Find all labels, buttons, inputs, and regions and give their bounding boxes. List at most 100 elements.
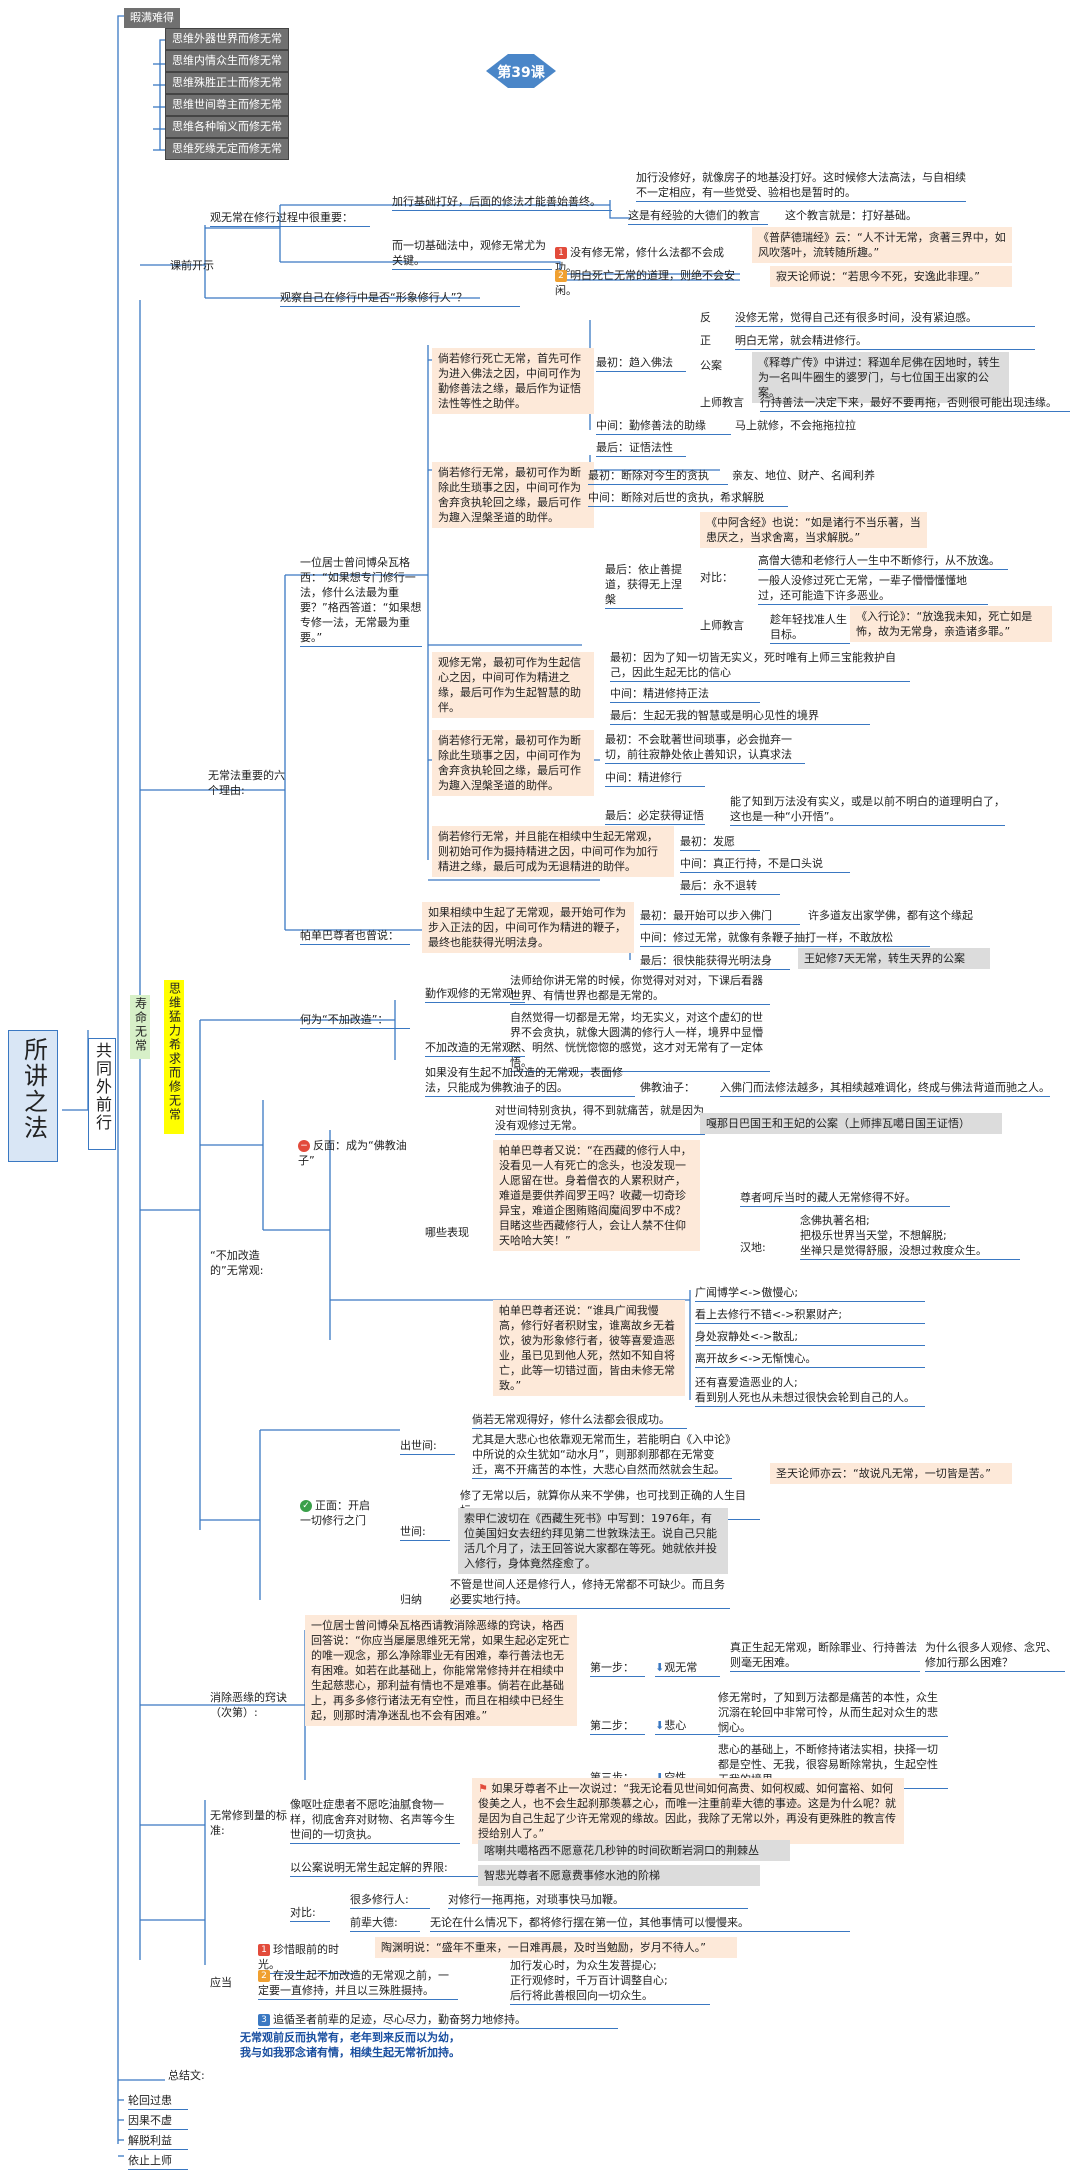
s2-r2a: 最初：断除对今生的贪执: [588, 468, 728, 485]
s4-step1b: 真正生起无常观，断除罪业、行持善法则毫无困难。: [730, 1640, 920, 1672]
summary-text: 无常观前反而执常有，老年到来反而以为幼，我与如我邪念诸有情，相续生起无常祈加持。: [240, 2031, 460, 2059]
s2-r3c: 最后：生起无我的智慧或是明心见性的境界: [610, 708, 870, 725]
s2-r4c2: 能了知到万法没有实义，或是以前不明白的道理明白了，这也是一种“小开悟”。: [730, 794, 1005, 826]
bottom-item: 解脱利益: [128, 2133, 188, 2150]
s2-r2c3a: 趁年轻找准人生目标。: [770, 612, 850, 644]
level3-node: 思维猛力希求而修无常: [164, 980, 184, 1134]
s4-step1c: 为什么很多人观修、念咒、修加行那么困难？: [925, 1640, 1065, 1672]
s3-neg1a: 佛教油子：: [640, 1081, 695, 1094]
s5-c1a: 对修行一拖再拖，对琐事快马加鞭。: [448, 1892, 748, 1909]
neg2c-item: 离开故乡<->无惭愧心。: [695, 1351, 925, 1368]
s6-a1: 陶渊明说：“盛年不重来，一日难再晨，及时当勉励，岁月不待人。”: [375, 1937, 737, 1958]
s5-c: 对比:: [290, 1905, 330, 1922]
s3-q: 何为“不加改造”：: [300, 1012, 410, 1029]
s1-a2: 而一切基础法中，观修无常尤为关键。: [392, 238, 552, 270]
s6-b1: 加行发心时，为众生发菩提心; 正行观修时，千万百计调整自心; 后行将此善根回向一…: [510, 1958, 710, 2005]
badge-3-icon: 3: [258, 2014, 270, 2026]
level1-node: 共同外前行: [88, 1038, 116, 1150]
s2-r5c: 最后：永不退转: [680, 878, 780, 895]
top-item: 思维死缘无定而修无常: [165, 138, 289, 160]
s3-pos3: 归纳: [400, 1593, 422, 1606]
top-item: 思维殊胜正士而修无常: [165, 72, 289, 94]
s2-r2c2a: 高僧大德和老修行人一生中不断修行，从不放逸。: [758, 553, 1008, 570]
s3-neg2b2: 汉地:: [740, 1241, 766, 1254]
r1a-row-key: 上师教言: [700, 396, 744, 409]
s3-neg1a2: 入佛门而法修法越多，其相续越难调化，终成与佛法背道而驰之人。: [720, 1080, 1050, 1097]
badge-2-icon: 2: [555, 270, 567, 282]
minus-icon: −: [298, 1140, 310, 1152]
s1-a1a: 加行没修好，就像房子的地基没打好。这时候修大法高法，与自相续不一定相应，有一些觉…: [636, 170, 966, 202]
bottom-item: 轮回过患: [128, 2093, 188, 2110]
badge-2-icon: 2: [258, 1970, 270, 1982]
s2-r1a: 最初：趋入佛法: [596, 355, 686, 372]
s2-r2c1: 《中阿含经》也说：“如是诸行不当乐著，当患厌之，当求舍离，当求解脱。”: [700, 512, 927, 548]
arrow-down-icon: ⬇: [655, 1771, 664, 1784]
s3-neg2b1: 尊者呵斥当时的藏人无常修得不好。: [740, 1190, 950, 1207]
s1-a1b2: 这个教言就是：打好基础。: [785, 209, 917, 222]
s2-r2a2: 亲友、地位、财产、名闻利养: [732, 469, 875, 482]
s3-neg2b: 帕单巴尊者又说：“在西藏的修行人中，没看见一人有死亡的念头，也没发现一人愿留在世…: [493, 1140, 700, 1251]
root-node: 所讲之法: [8, 1030, 58, 1162]
s4-title: 消除恶缘的窍诀（次第）:: [210, 1691, 287, 1719]
s3-pos: ✓正面：开启一切修行之门: [300, 1499, 370, 1527]
s5-b: 以公案说明无常生起定解的界限:: [290, 1860, 480, 1877]
s3-neg: −反面：成为“佛教油子”: [298, 1139, 407, 1167]
s3-pos1b: 尤其是大悲心也依靠观无常而生，若能明白《入中论》中所说的众生犹如“动水月”，则那…: [472, 1432, 732, 1479]
s5-a: 像呕吐症患者不愿吃油腻食物一样，彻底舍弃对财物、名声等今生世间的一切贪执。: [290, 1797, 460, 1844]
s3-neg2a: 对世间特别贪执，得不到就痛苦，就是因为没有观修过无常。: [495, 1103, 705, 1135]
top-item: 思维世间尊主而修无常: [165, 94, 289, 116]
s5-c2a: 无论在什么情况下，都将修行摆在第一位，其他事情可以慢慢来。: [430, 1915, 850, 1932]
neg2c-item: 广闻博学<->傲慢心;: [695, 1285, 925, 1302]
s1-b: 观察自己在修行中是否“形象修行人”？: [280, 290, 520, 307]
s5-b1: 喀喇共噶格西不愿意花几秒钟的时间砍断岩洞口的荆棘丛: [478, 1840, 790, 1861]
check-icon: ✓: [300, 1500, 312, 1512]
s2-r4a: 最初：不会耽著世间琐事，必会抛弃一切，前往寂静处依止善知识，认真求法: [605, 732, 805, 764]
s2-r2c2: 对比：: [700, 571, 733, 584]
s1-a1b: 这是有经验的大德们的教言: [628, 208, 768, 225]
s2-r2c3b: 《入行论》：“放逸我未知，死亡如是怖，故为无常身，亲造诸多罪。”: [850, 606, 1052, 642]
s2-pb: 帕单巴尊者也曾说：: [300, 928, 410, 945]
s5-title: 无常修到量的标准:: [210, 1809, 287, 1837]
s2-r1b2: 马上就修，不会拖拖拉拉: [735, 419, 856, 432]
level2-node: 寿命无常: [130, 995, 150, 1059]
top-item: 思维外器世界而修无常: [165, 28, 289, 50]
s2-r3b: 中间：精进修持正法: [610, 686, 760, 703]
s3-neg2: 哪些表现: [425, 1226, 469, 1239]
arrow-down-icon: ⬇: [655, 1661, 665, 1674]
top-item: 思维各种喻义而修无常: [165, 116, 289, 138]
summary-title: 总结文:: [168, 2069, 205, 2082]
s1-a: 观无常在修行过程中很重要：: [210, 210, 370, 227]
s1-a1: 加行基础打好，后面的修法才能善始善终。: [392, 194, 612, 211]
s2-r5: 倘若修行无常，并且能在相续中生起无常观，则初始可作为摄持精进之因，中间可作为加行…: [432, 826, 674, 877]
s2-r4: 倘若修行无常，最初可作为断除此生琐事之因，中间可作为舍弃贪执轮回之缘，最后可作为…: [432, 730, 594, 796]
bottom-item: 依止上师: [128, 2153, 188, 2170]
s2-r4b: 中间：精进修行: [605, 770, 705, 787]
s3-pos2b: 索甲仁波切在《西藏生死书》中写到：1976年，有位美国妇女去纽约拜见第二世敦珠法…: [458, 1508, 728, 1574]
s2-pb1: 如果相续中生起了无常观，最开始可作为步入正法的因，中间可作为精进的鞭子，最终也能…: [422, 902, 634, 953]
r1a-row-value: 没修无常，觉得自己还有很多时间，没有紧迫感。: [735, 310, 1035, 327]
s2-r5b: 中间：真正行持，不是口头说: [680, 856, 850, 873]
s6-title: 应当: [210, 1976, 232, 1989]
s1-title: 课前开示: [170, 259, 214, 272]
s3-pos1a: 倘若无常观得好，修什么法都会很成功。: [472, 1412, 687, 1429]
badge-1-icon: 1: [258, 1944, 270, 1956]
neg2c-item: 身处寂静处<->散乱;: [695, 1329, 925, 1346]
s3-q2a: 自然觉得一切都是无常，均无实义，对这个虚幻的世界不会贪执，就像大圆满的修行人一样…: [510, 1010, 770, 1072]
s1-a2a2: 《普萨德瑞经》云：“人不计无常，贪著三界中，如风吹落叶，流转随所趣。”: [752, 227, 1012, 263]
r1a-row-key: 正: [700, 334, 711, 347]
s2-r2c3: 上师教言: [700, 619, 744, 632]
top-item: 思维内情众生而修无常: [165, 50, 289, 72]
s2-r2b: 中间：断除对后世的贪执，希求解脱: [588, 490, 788, 507]
r1a-row-value: 明白无常，就会精进修行。: [735, 333, 1035, 350]
s2-r1b: 中间：勤修善法的助缘: [596, 418, 731, 435]
s3-pos3a: 不管是世间人还是修行人，修持无常都不可缺少。而且务必要实地行持。: [450, 1577, 730, 1609]
s2-intro: 一位居士曾问博朵瓦格西：“如果想专门修行一法，修什么法最为重要？”格西答道：“如…: [300, 555, 422, 647]
s1-a2b2: 寂天论师说：“若思今不死，安逸此非理。”: [770, 266, 1012, 287]
s4-step1: 第一步：: [590, 1660, 645, 1677]
badge-1-icon: 1: [555, 247, 567, 259]
s3-pos2: 世间:: [400, 1524, 450, 1541]
s3-pos1b2: 圣天论师亦云：“故说凡无常，一切皆是苦。”: [770, 1463, 1012, 1484]
